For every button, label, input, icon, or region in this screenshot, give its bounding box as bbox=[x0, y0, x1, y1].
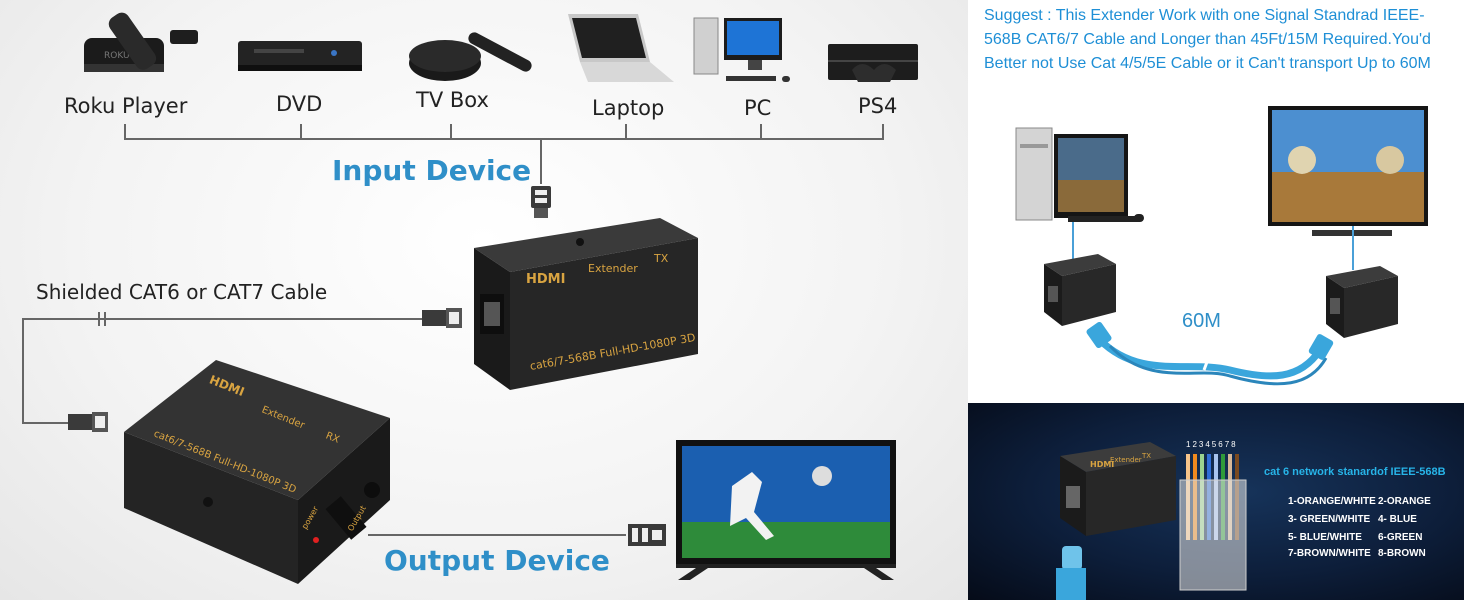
arrow-line bbox=[1352, 226, 1354, 270]
cable-break-mark bbox=[104, 312, 106, 326]
distance-label: 60M bbox=[1182, 310, 1221, 332]
device-bus-line bbox=[124, 138, 884, 140]
bracket-tick bbox=[882, 124, 884, 140]
device-label-roku: Roku Player bbox=[64, 94, 188, 118]
tx-extender-image bbox=[474, 218, 698, 390]
wire-label: 7-BROWN/WHITE bbox=[1288, 548, 1371, 559]
roku-player-image: ROKU bbox=[84, 12, 198, 72]
hdmi-plug-icon bbox=[628, 524, 666, 546]
wire-label: 5- BLUE/WHITE bbox=[1288, 532, 1362, 543]
output-device-label: Output Device bbox=[384, 544, 610, 577]
wiring-heading: cat 6 network stanardof IEEE-568B bbox=[1264, 466, 1446, 478]
rj45-wiring-image bbox=[1179, 454, 1247, 591]
output-line bbox=[368, 534, 626, 536]
hdmi-plug-icon bbox=[531, 186, 551, 218]
laptop-image bbox=[568, 14, 674, 82]
tv-box-image bbox=[409, 32, 532, 81]
panel-box-word: Extender bbox=[1110, 456, 1142, 464]
cable-line-bottom bbox=[22, 422, 68, 424]
tx-mode-label: TX bbox=[654, 252, 669, 265]
wire-label: 1-ORANGE/WHITE bbox=[1288, 496, 1376, 507]
device-label-pc: PC bbox=[744, 96, 772, 120]
rj45-plug-icon bbox=[68, 412, 108, 432]
pin-numbers: 12345678 bbox=[1186, 440, 1238, 449]
wire-label: 8-BROWN bbox=[1378, 548, 1426, 559]
small-extender-image bbox=[1326, 266, 1398, 338]
device-label-ps4: PS4 bbox=[858, 94, 898, 118]
television-image bbox=[676, 440, 896, 580]
extender-box-image bbox=[1060, 442, 1176, 536]
wire-label: 2-ORANGE bbox=[1378, 496, 1431, 507]
ps4-image bbox=[828, 44, 918, 82]
wire-label: 6-GREEN bbox=[1378, 532, 1423, 543]
wire-label: 4- BLUE bbox=[1378, 514, 1417, 525]
panel-box-brand: HDMI bbox=[1090, 460, 1115, 469]
rx-extender-image bbox=[124, 360, 390, 584]
pc-image bbox=[693, 17, 790, 82]
device-label-dvd: DVD bbox=[276, 92, 323, 116]
wire-label: 3- GREEN/WHITE bbox=[1288, 514, 1371, 525]
suggest-note: Suggest : This Extender Work with one Si… bbox=[984, 7, 1431, 72]
setup-diagram-panel: ROKU Roku Player DVD TV Box Laptop PC PS… bbox=[0, 0, 968, 600]
device-label-tvbox: TV Box bbox=[416, 88, 489, 112]
desktop-pc-image bbox=[1015, 127, 1144, 222]
bracket-tick bbox=[300, 124, 302, 140]
bracket-tick bbox=[450, 124, 452, 140]
rj45-plug-icon bbox=[422, 308, 462, 328]
tx-brand: HDMI bbox=[526, 272, 566, 287]
bracket-tick bbox=[625, 124, 627, 140]
tx-extender-word: Extender bbox=[588, 262, 638, 275]
blue-cable-end-image bbox=[1056, 546, 1086, 600]
small-extender-image bbox=[1044, 254, 1116, 326]
bracket-tick bbox=[760, 124, 762, 140]
input-drop-line bbox=[540, 140, 542, 184]
input-device-label: Input Device bbox=[332, 154, 532, 187]
monitor-image bbox=[1268, 106, 1428, 236]
cable-line-top bbox=[22, 318, 422, 320]
cable-label: Shielded CAT6 or CAT7 Cable bbox=[36, 280, 328, 304]
arrow-line bbox=[1072, 222, 1074, 266]
blue-network-cable-image bbox=[1086, 322, 1334, 386]
cable-break-mark bbox=[98, 312, 100, 326]
panel-box-mode: TX bbox=[1142, 452, 1152, 460]
cable-line-left bbox=[22, 318, 24, 424]
dvd-player-image bbox=[238, 41, 362, 71]
roku-logo: ROKU bbox=[104, 51, 130, 61]
device-label-laptop: Laptop bbox=[592, 96, 665, 120]
bracket-tick bbox=[124, 124, 126, 140]
